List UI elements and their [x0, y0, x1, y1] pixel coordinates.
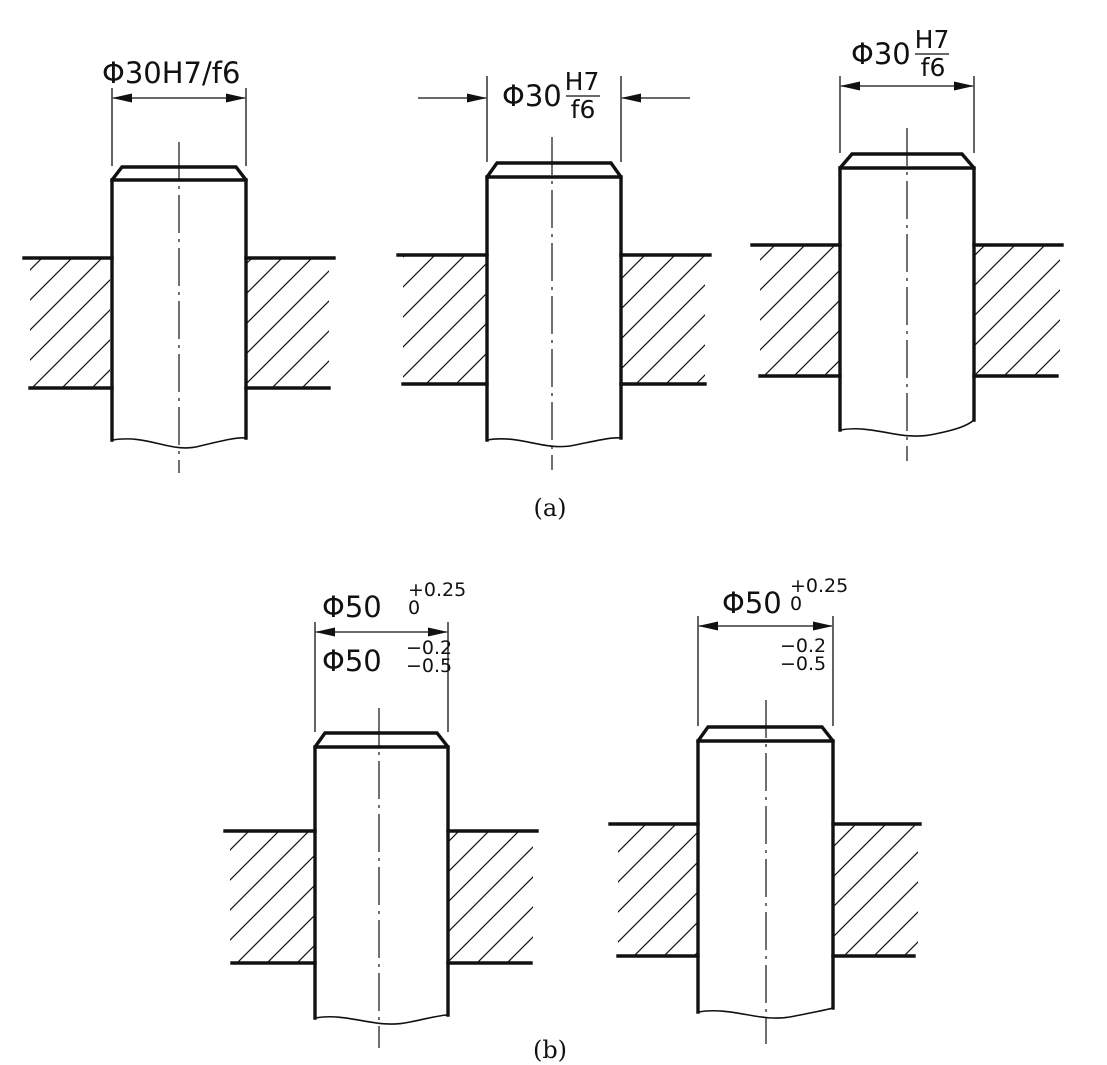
- shaft-upper-deviation: −0.2: [406, 637, 452, 659]
- shaft-b2: [696, 725, 835, 1014]
- dim-arrow-right: [226, 93, 246, 103]
- shaft-diameter-label: Φ50: [322, 644, 382, 678]
- shaft-tolerance-code: f6: [921, 53, 946, 82]
- svg-text:Φ30H7/f6: Φ30H7/f6: [102, 56, 240, 90]
- shaft-tolerance-code: f6: [571, 95, 596, 124]
- dim-arrow-left: [467, 93, 487, 103]
- shaft-lower-deviation: −0.5: [780, 653, 826, 675]
- caption-a: (a): [533, 494, 566, 522]
- assembly-a2: Φ30 H7 f6: [396, 67, 712, 470]
- dim-arrow-right: [954, 81, 974, 91]
- hatch-left-a2: [403, 256, 486, 384]
- hole-tolerance-code: H7: [565, 67, 600, 96]
- hole-tolerance-code: H7: [915, 25, 950, 54]
- diameter-label: Φ30: [102, 56, 162, 90]
- assembly-a3: Φ30 H7 f6: [750, 25, 1064, 461]
- dim-arrow-left: [698, 621, 718, 631]
- hatch-right-a1: [247, 259, 329, 388]
- hatch-left-b1: [230, 832, 314, 963]
- hole-lower-deviation: 0: [790, 593, 802, 615]
- shaft-lower-deviation: −0.5: [406, 655, 452, 677]
- hole-diameter-label: Φ50: [722, 586, 782, 620]
- assembly-b2: Φ50 +0.25 0 −0.2 −0.5: [608, 575, 922, 1044]
- caption-b: (b): [533, 1036, 567, 1064]
- hole-lower-deviation: 0: [408, 597, 420, 619]
- dim-arrow-right: [621, 93, 641, 103]
- dim-arrow-right: [813, 621, 833, 631]
- assembly-a1: Φ30H7/f6: [22, 56, 336, 473]
- diameter-label: Φ30: [851, 37, 911, 71]
- shaft-upper-deviation: −0.2: [780, 635, 826, 657]
- hatch-right-a2: [622, 256, 705, 384]
- hole-upper-deviation: +0.25: [408, 579, 466, 601]
- hatch-left-b2: [618, 825, 697, 956]
- dim-arrow-left: [112, 93, 132, 103]
- fit-designation: H7/f6: [162, 56, 241, 90]
- hatch-left-a3: [760, 246, 839, 376]
- assembly-b1: Φ50 +0.25 0 Φ50 −0.2 −0.5: [223, 579, 539, 1048]
- shaft-b1: [313, 731, 450, 1020]
- hatch-left-a1: [30, 259, 110, 388]
- shaft-a2: [485, 161, 623, 442]
- hatch-right-b2: [834, 825, 918, 956]
- diameter-label: Φ30: [502, 79, 562, 113]
- dim-arrow-left: [840, 81, 860, 91]
- hole-diameter-label: Φ50: [322, 590, 382, 624]
- hatch-right-a3: [975, 246, 1060, 376]
- hole-upper-deviation: +0.25: [790, 575, 848, 597]
- dim-arrow-left: [315, 627, 335, 637]
- dim-arrow-right: [428, 627, 448, 637]
- hatch-right-b1: [449, 832, 533, 963]
